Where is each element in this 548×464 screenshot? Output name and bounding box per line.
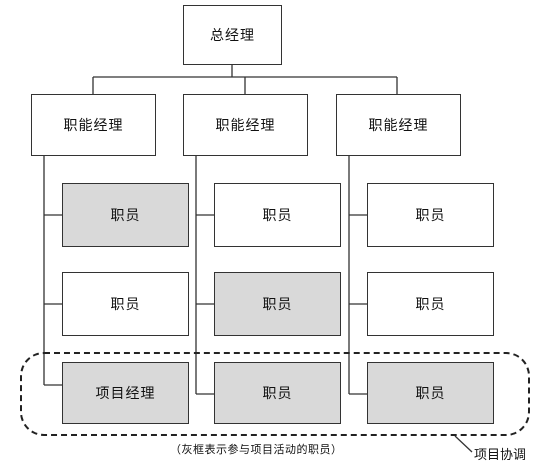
staff-label: 职员 (262, 386, 293, 402)
staff-label: 职员 (415, 297, 446, 313)
functional-manager-label-3: 职能经理 (368, 118, 429, 134)
staff-box: 职员 (62, 183, 189, 247)
project-coordination-group (20, 352, 530, 436)
staff-box: 职员 (367, 272, 494, 336)
group-label-pointer (454, 435, 473, 453)
staff-label: 职员 (415, 386, 446, 402)
legend-caption: （灰框表示参与项目活动的职员） (170, 443, 343, 456)
staff-box: 职员 (62, 272, 189, 336)
functional-manager-box-1: 职能经理 (31, 94, 156, 156)
staff-box: 职员 (367, 362, 494, 424)
staff-label: 职员 (110, 208, 141, 224)
functional-manager-box-3: 职能经理 (336, 94, 461, 156)
staff-box: 职员 (214, 272, 341, 336)
staff-label: 职员 (110, 297, 141, 313)
functional-manager-box-2: 职能经理 (183, 94, 308, 156)
general-manager-box: 总经理 (183, 5, 282, 65)
project-manager-label: 项目经理 (95, 386, 156, 402)
project-coordination-label: 项目协调 (474, 448, 527, 463)
functional-manager-label-1: 职能经理 (63, 118, 124, 134)
staff-label: 职员 (415, 208, 446, 224)
staff-label: 职员 (262, 297, 293, 313)
staff-box: 职员 (214, 183, 341, 247)
staff-label: 职员 (262, 208, 293, 224)
staff-box: 职员 (367, 183, 494, 247)
project-manager-box: 项目经理 (62, 362, 189, 424)
general-manager-label: 总经理 (210, 28, 255, 44)
functional-manager-label-2: 职能经理 (215, 118, 276, 134)
staff-box: 职员 (214, 362, 341, 424)
